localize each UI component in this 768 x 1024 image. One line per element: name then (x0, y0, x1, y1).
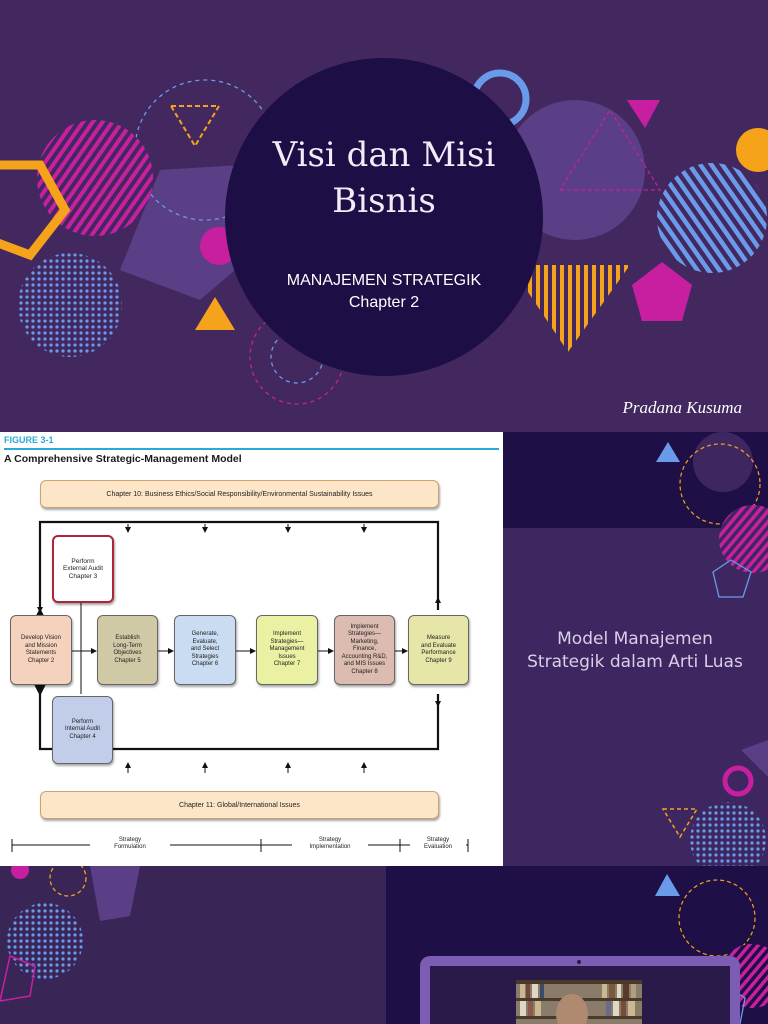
slide-title: Visi dan Misi Bisnis (225, 132, 543, 224)
title-circle (225, 58, 543, 376)
third-slide (0, 866, 768, 1024)
author-name: Pradana Kusuma (622, 398, 742, 417)
implement-management-box: Implement Strategies— Management Issues … (256, 615, 318, 685)
internal-audit-box: Perform Internal Audit Chapter 4 (52, 696, 113, 764)
vision-box: Develop Vision and Mission Statements Ch… (10, 615, 72, 685)
bottom-issue-bar: Chapter 11: Global/International Issues (40, 791, 439, 819)
subtitle-line-1: MANAJEMEN STRATEGIK (286, 272, 482, 289)
author-photo (516, 980, 642, 1024)
top-issue-bar: Chapter 10: Business Ethics/Social Respo… (40, 480, 439, 508)
objectives-box: Establish Long-Term Objectives Chapter 5 (97, 615, 158, 685)
model-title: Model Manajemen Strategik dalam Arti Lua… (527, 629, 743, 672)
title-slide: Visi dan Misi Bisnis MANAJEMEN STRATEGIK… (0, 0, 768, 432)
figure-panel: FIGURE 3-1 A Comprehensive Strategic-Man… (0, 432, 503, 866)
model-slide: FIGURE 3-1 A Comprehensive Strategic-Man… (0, 432, 768, 866)
slide-subtitle: MANAJEMEN STRATEGIK Chapter 2 (225, 270, 543, 314)
right-decorations (656, 432, 768, 866)
figure-connectors (11, 520, 469, 852)
phase-implementation: Strategy Implementation (292, 837, 368, 851)
decorative-shapes (0, 69, 768, 405)
external-audit-box: Perform External Audit Chapter 3 (52, 535, 114, 603)
generate-strategies-box: Generate, Evaluate, and Select Strategie… (174, 615, 236, 685)
camera-dot (577, 960, 581, 964)
measure-performance-box: Measure and Evaluate Performance Chapter… (408, 615, 469, 685)
phase-evaluation: Strategy Evaluation (410, 837, 466, 851)
title-line-2: Bisnis (332, 181, 436, 221)
photo-image (516, 980, 642, 1024)
title-line-1: Visi dan Misi (272, 135, 496, 175)
implement-marketing-box: Implement Strategies— Marketing, Finance… (334, 615, 395, 685)
phase-formulation: Strategy Formulation (90, 837, 170, 851)
figure-title: A Comprehensive Strategic-Management Mod… (4, 453, 242, 465)
figure-label: FIGURE 3-1 (4, 435, 54, 445)
subtitle-line-2: Chapter 2 (348, 294, 420, 311)
figure-rule (4, 448, 499, 450)
